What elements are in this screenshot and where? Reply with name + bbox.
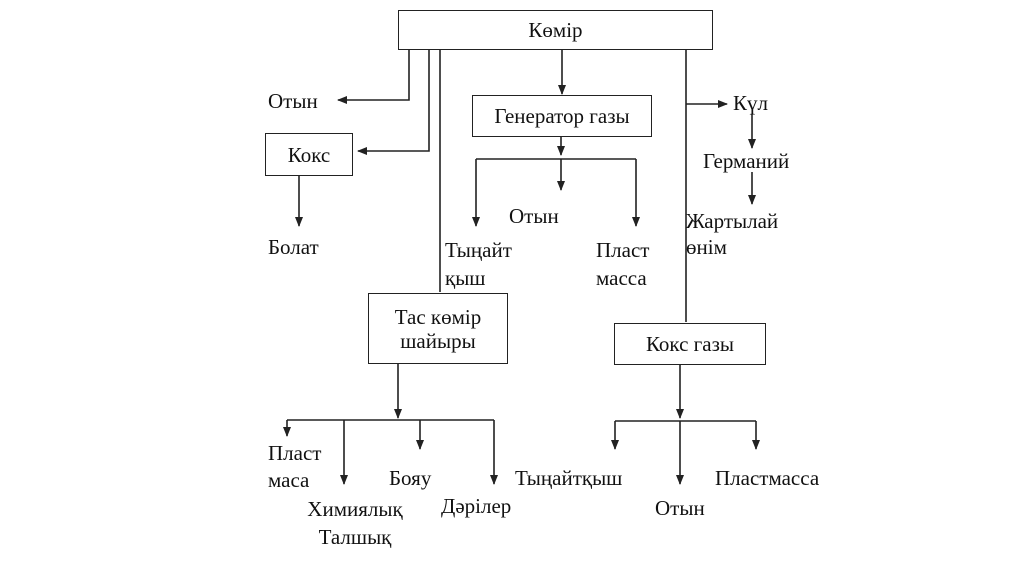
node-coke-gas: Кокс газы xyxy=(614,323,766,365)
label-cg-fuel: Отын xyxy=(655,496,705,520)
label-tar-chem-fiber: Химиялық Талшық xyxy=(307,497,403,549)
node-coal-tar-label: Тас көмір шайыры xyxy=(394,304,482,353)
label-tar-dye: Бояу xyxy=(389,466,432,490)
label-germanium: Германий xyxy=(703,149,790,173)
label-gen-plastic: Пласт масса xyxy=(596,238,650,290)
node-coke: Кокс xyxy=(265,133,353,176)
arrow-coal-to-coke xyxy=(357,50,430,155)
arrow-coal-to-fuel xyxy=(337,50,410,104)
label-cg-fertilizer: Тыңайтқыш xyxy=(515,466,623,490)
label-semi-product: Жартылай өнім xyxy=(686,209,779,259)
label-gen-fertilizer: Тыңайт қыш xyxy=(445,238,512,290)
node-coal-label: Көмір xyxy=(528,18,583,42)
node-coke-gas-label: Кокс газы xyxy=(645,332,735,356)
node-generator-gas: Генератор газы xyxy=(472,95,652,137)
label-cg-plastic: Пластмасса xyxy=(715,466,820,490)
label-tar-medicine: Дәрілер xyxy=(441,494,512,518)
node-coal: Көмір xyxy=(398,10,713,50)
node-coal-tar: Тас көмір шайыры xyxy=(368,293,508,364)
label-steel: Болат xyxy=(268,235,319,259)
label-ash: Күл xyxy=(733,91,768,115)
node-generator-gas-label: Генератор газы xyxy=(494,104,630,128)
label-tar-plastic: Пласт маса xyxy=(268,441,322,492)
node-coke-label: Кокс xyxy=(287,142,331,167)
label-fuel-left: Отын xyxy=(268,89,318,113)
label-gen-fuel: Отын xyxy=(509,204,559,228)
